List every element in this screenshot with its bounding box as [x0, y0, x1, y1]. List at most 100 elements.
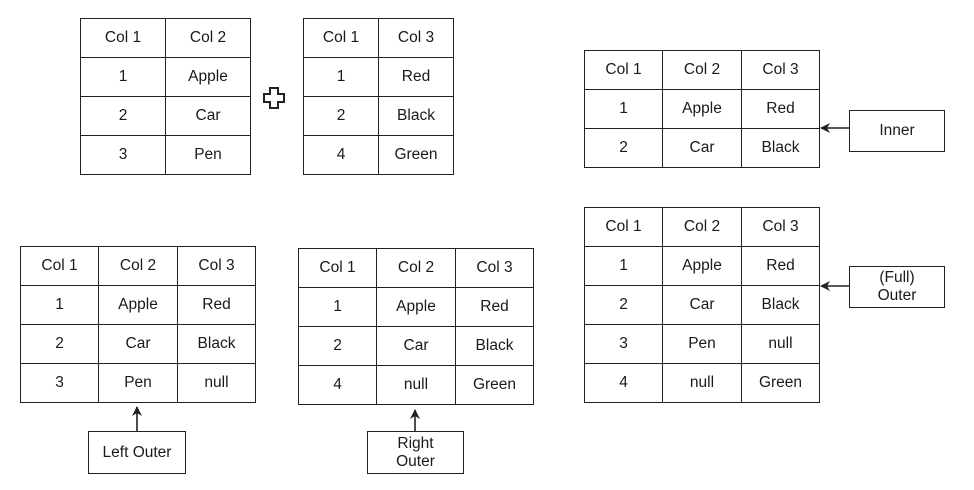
table-cell: Green — [378, 135, 454, 175]
right-outer-join-label-text: Right Outer — [396, 434, 435, 470]
table-cell: 1 — [20, 285, 99, 325]
table-cell: Red — [455, 287, 534, 327]
table-cell: Pen — [662, 324, 742, 364]
header-cell: Col 2 — [165, 18, 251, 58]
table-cell: 1 — [303, 57, 379, 97]
table-cell: Car — [662, 128, 742, 168]
header-cell: Col 3 — [455, 248, 534, 288]
header-cell: Col 1 — [298, 248, 377, 288]
table-cell: Black — [378, 96, 454, 136]
table-cell: 2 — [80, 96, 166, 136]
table-cell: 3 — [80, 135, 166, 175]
header-cell: Col 3 — [177, 246, 256, 286]
header-cell: Col 1 — [584, 50, 663, 90]
table-cell: Green — [455, 365, 534, 405]
left-outer-join-label-text: Left Outer — [102, 443, 172, 461]
table-cell: Black — [177, 324, 256, 364]
table-cell: 4 — [303, 135, 379, 175]
table-cell: Black — [455, 326, 534, 366]
left-outer-join-label: Left Outer — [88, 431, 186, 474]
header-cell: Col 2 — [662, 50, 742, 90]
table-cell: Black — [741, 285, 820, 325]
plus-icon — [263, 87, 285, 109]
table-cell: 1 — [584, 89, 663, 129]
table-cell: Car — [98, 324, 178, 364]
header-cell: Col 1 — [20, 246, 99, 286]
table-cell: null — [177, 363, 256, 403]
header-cell: Col 3 — [378, 18, 454, 58]
header-cell: Col 2 — [98, 246, 178, 286]
header-cell: Col 2 — [376, 248, 456, 288]
table-cell: null — [662, 363, 742, 403]
table-cell: Pen — [165, 135, 251, 175]
table-cell: 3 — [584, 324, 663, 364]
table-cell: 1 — [584, 246, 663, 286]
table-cell: Apple — [376, 287, 456, 327]
table-cell: Black — [741, 128, 820, 168]
table-cell: 2 — [298, 326, 377, 366]
table-cell: 4 — [584, 363, 663, 403]
right-outer-join-label: Right Outer — [367, 431, 464, 474]
header-cell: Col 3 — [741, 50, 820, 90]
header-cell: Col 1 — [303, 18, 379, 58]
table-cell: 2 — [584, 128, 663, 168]
table-cell: Red — [741, 89, 820, 129]
table-cell: Red — [177, 285, 256, 325]
table-cell: Apple — [662, 89, 742, 129]
full-outer-join-label: (Full) Outer — [849, 266, 945, 308]
table-cell: null — [741, 324, 820, 364]
table-cell: 2 — [584, 285, 663, 325]
table-cell: Apple — [98, 285, 178, 325]
table-cell: 2 — [20, 324, 99, 364]
table-cell: 2 — [303, 96, 379, 136]
table-cell: 1 — [80, 57, 166, 97]
table-cell: Green — [741, 363, 820, 403]
header-cell: Col 3 — [741, 207, 820, 247]
table-cell: Red — [741, 246, 820, 286]
header-cell: Col 2 — [662, 207, 742, 247]
full-outer-join-label-text: (Full) Outer — [877, 269, 917, 304]
table-cell: null — [376, 365, 456, 405]
table-cell: Car — [376, 326, 456, 366]
table-cell: 1 — [298, 287, 377, 327]
table-cell: Apple — [662, 246, 742, 286]
table-cell: Pen — [98, 363, 178, 403]
table-cell: Car — [165, 96, 251, 136]
table-cell: Red — [378, 57, 454, 97]
table-cell: 3 — [20, 363, 99, 403]
inner-join-label-text: Inner — [879, 122, 915, 139]
table-cell: Car — [662, 285, 742, 325]
table-cell: Apple — [165, 57, 251, 97]
table-cell: 4 — [298, 365, 377, 405]
